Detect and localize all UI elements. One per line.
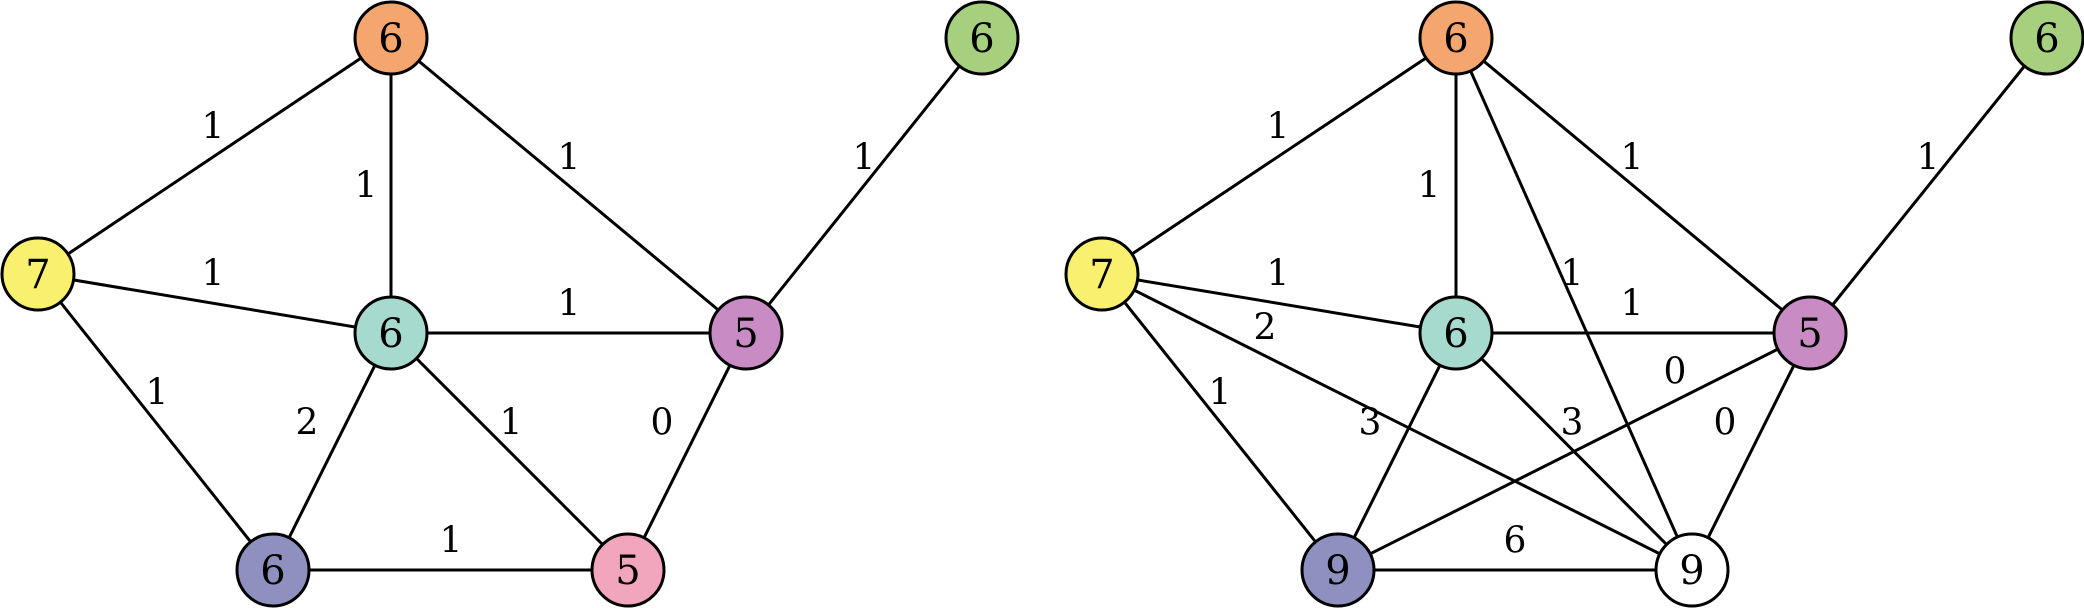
edge-D-F (1336, 332, 1458, 571)
edge-weight-label: 1 (355, 166, 378, 207)
node-label: 9 (1325, 548, 1350, 594)
edge-weight-label: 1 (1267, 107, 1290, 148)
node-E: 5 (708, 295, 784, 371)
node-G: 5 (590, 532, 666, 608)
node-circle (2009, 0, 2084, 76)
node-C: 7 (0, 236, 76, 312)
node-G: 9 (1654, 532, 1730, 608)
edge-label-layer: 1 1 1 1 1 1 1 2 1 0 1 (146, 107, 876, 562)
edge-B-E (744, 37, 984, 334)
edge-weight-label: 1 (1418, 166, 1441, 207)
node-circle (1418, 295, 1494, 371)
left-graph: 1 1 1 1 1 1 1 2 1 0 1 6 6 7 6 5 6 5 (0, 0, 1020, 608)
node-circle (708, 295, 784, 371)
node-circle (1772, 295, 1848, 371)
node-C: 7 (1064, 236, 1140, 312)
edge-weight-label: 1 (558, 284, 581, 325)
edge-weight-label: 1 (202, 254, 225, 295)
edge-A-E (1455, 36, 1811, 335)
node-label: 9 (1679, 548, 1704, 594)
edge-layer (1100, 36, 2049, 572)
edge-D-G (389, 331, 630, 572)
edge-B-E (1808, 37, 2049, 334)
edge-weight-label: 1 (1621, 284, 1644, 325)
edge-weight-label: 2 (296, 403, 319, 444)
node-layer: 6 6 7 6 5 9 9 (1064, 0, 2084, 608)
node-label: 6 (1443, 16, 1468, 62)
edge-A-C (1101, 36, 1457, 276)
edge-weight-label: 1 (1561, 254, 1584, 295)
node-label: 6 (969, 16, 994, 62)
edge-weight-label: 1 (1267, 254, 1290, 295)
edge-C-D (1101, 272, 1457, 335)
node-circle (353, 0, 429, 76)
node-circle (1064, 236, 1140, 312)
edge-weight-label: 2 (1254, 308, 1277, 349)
edge-A-E (390, 36, 747, 335)
node-D: 6 (1418, 295, 1494, 371)
edge-weight-label: 1 (440, 521, 463, 562)
edge-weight-label: 1 (1621, 138, 1644, 179)
node-B: 6 (2009, 0, 2084, 76)
node-circle (1418, 0, 1494, 76)
node-label: 7 (1089, 252, 1114, 298)
node-label: 5 (615, 548, 640, 594)
node-A: 6 (1418, 0, 1494, 76)
node-circle (1300, 532, 1376, 608)
edge-weight-label: 1 (500, 403, 523, 444)
node-circle (0, 236, 76, 312)
edge-weight-label: 1 (853, 138, 876, 179)
node-B: 6 (944, 0, 1020, 76)
node-label: 6 (378, 311, 403, 357)
edge-F-E (1337, 331, 1811, 572)
node-label: 6 (1443, 311, 1468, 357)
edge-D-F (271, 332, 393, 571)
node-label: 6 (260, 548, 285, 594)
node-circle (235, 532, 311, 608)
node-F: 9 (1300, 532, 1376, 608)
edge-C-D (37, 272, 392, 335)
node-circle (353, 295, 429, 371)
node-E: 5 (1772, 295, 1848, 371)
node-label: 6 (2034, 16, 2059, 62)
node-label: 7 (25, 252, 50, 298)
node-label: 5 (733, 311, 758, 357)
edge-C-F (36, 273, 275, 571)
node-D: 6 (353, 295, 429, 371)
edge-weight-label: 1 (1917, 138, 1940, 179)
edge-weight-label: 3 (1359, 403, 1382, 444)
edge-weight-label: 0 (1714, 403, 1737, 444)
edge-C-F (1100, 273, 1340, 571)
node-layer: 6 6 7 6 5 6 5 (0, 0, 1020, 608)
node-circle (1654, 532, 1730, 608)
edge-E-G (626, 332, 748, 571)
edge-layer (36, 36, 984, 572)
edge-A-C (37, 36, 392, 276)
edge-weight-label: 1 (558, 138, 581, 179)
edge-weight-label: 1 (1209, 373, 1232, 414)
node-circle (944, 0, 1020, 76)
edge-weight-label: 3 (1561, 403, 1584, 444)
edge-weight-label: 6 (1504, 521, 1527, 562)
node-F: 6 (235, 532, 311, 608)
edge-weight-label: 1 (202, 107, 225, 148)
edge-weight-label: 1 (146, 373, 169, 414)
edge-E-G (1690, 332, 1812, 571)
edge-A-G (1454, 37, 1694, 571)
node-circle (590, 532, 666, 608)
node-label: 6 (378, 16, 403, 62)
node-label: 5 (1797, 311, 1822, 357)
edge-weight-label: 0 (651, 403, 674, 444)
node-A: 6 (353, 0, 429, 76)
edge-weight-label: 0 (1664, 352, 1687, 393)
edge-C-G (1101, 272, 1693, 572)
